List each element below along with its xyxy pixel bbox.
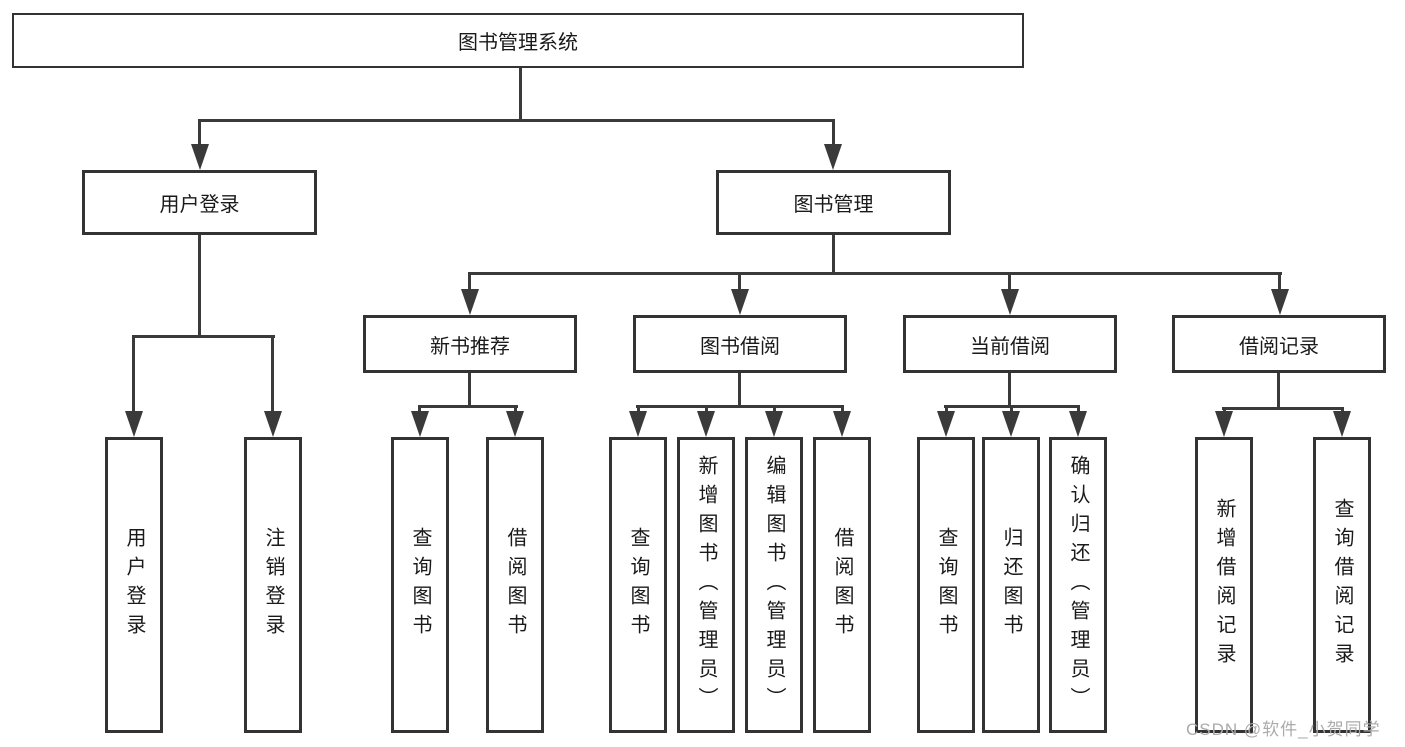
arrow-down-icon xyxy=(506,411,524,437)
connector-newbook-drop xyxy=(514,405,517,415)
arrow-down-icon xyxy=(937,411,955,437)
connector-userlogin-rail xyxy=(132,335,275,338)
leaf-return-books: 归还图书 xyxy=(982,437,1040,733)
connector-bookmgmt-drop xyxy=(1278,272,1281,294)
leaf-user-login: 用户登录 xyxy=(105,437,163,733)
connector-borrow-drop xyxy=(705,405,708,415)
connector-root-stem xyxy=(519,66,522,122)
csdn-watermark: CSDN @软件_小贺同学 xyxy=(1186,720,1381,739)
connector-root-drop-right xyxy=(832,119,835,150)
connector-current-drop xyxy=(1077,405,1080,415)
arrow-down-icon xyxy=(824,144,842,170)
leaf-query-books-borrow: 查询图书 xyxy=(609,437,667,733)
connector-bookmgmt-drop xyxy=(468,272,471,294)
node-current-borrow: 当前借阅 xyxy=(903,315,1117,373)
connector-bookmgmt-rail xyxy=(468,272,1282,275)
arrow-down-icon xyxy=(765,411,783,437)
connector-records-stem xyxy=(1277,373,1280,410)
connector-newbook-stem xyxy=(468,373,471,408)
leaf-edit-books-admin: 编辑图书（管理员） xyxy=(745,437,803,733)
node-root: 图书管理系统 xyxy=(12,13,1024,68)
connector-borrow-drop xyxy=(637,405,640,415)
arrow-down-icon xyxy=(1069,411,1087,437)
arrow-down-icon xyxy=(1271,289,1289,315)
connector-current-stem xyxy=(1008,373,1011,408)
connector-records-rail xyxy=(1222,407,1344,410)
arrow-down-icon xyxy=(629,411,647,437)
connector-borrow-drop xyxy=(773,405,776,415)
arrow-down-icon xyxy=(411,411,429,437)
connector-userlogin-drop xyxy=(271,335,274,415)
leaf-confirm-return-admin: 确认归还（管理员） xyxy=(1049,437,1107,733)
leaf-borrow-books-recommend: 借阅图书 xyxy=(486,437,544,733)
leaf-logout: 注销登录 xyxy=(244,437,302,733)
connector-userlogin-drop xyxy=(132,335,135,415)
arrow-down-icon xyxy=(191,144,209,170)
connector-bookmgmt-stem xyxy=(832,235,835,275)
leaf-query-books-recommend: 查询图书 xyxy=(391,437,449,733)
arrow-down-icon xyxy=(125,411,143,437)
node-user-login: 用户登录 xyxy=(82,170,317,235)
connector-current-drop xyxy=(1010,405,1013,415)
leaf-add-books-admin: 新增图书（管理员） xyxy=(677,437,735,733)
connector-newbook-drop xyxy=(418,405,421,415)
node-borrow-records: 借阅记录 xyxy=(1172,315,1386,373)
connector-bookmgmt-drop xyxy=(738,272,741,294)
arrow-down-icon xyxy=(1002,411,1020,437)
node-book-management: 图书管理 xyxy=(716,170,951,235)
connector-userlogin-stem xyxy=(198,235,201,338)
connector-bookmgmt-drop xyxy=(1008,272,1011,294)
node-book-borrow: 图书借阅 xyxy=(633,315,847,373)
leaf-add-borrow-record: 新增借阅记录 xyxy=(1195,437,1253,733)
node-new-book-recommend: 新书推荐 xyxy=(363,315,577,373)
connector-root-drop-left xyxy=(198,119,201,150)
leaf-query-books-current: 查询图书 xyxy=(917,437,975,733)
connector-root-rail xyxy=(198,119,835,122)
arrow-down-icon xyxy=(697,411,715,437)
leaf-borrow-books: 借阅图书 xyxy=(813,437,871,733)
leaf-query-borrow-record: 查询借阅记录 xyxy=(1313,437,1371,733)
arrow-down-icon xyxy=(1215,411,1233,437)
connector-current-drop xyxy=(945,405,948,415)
arrow-down-icon xyxy=(461,289,479,315)
connector-borrow-rail xyxy=(636,405,844,408)
connector-borrow-drop xyxy=(841,405,844,415)
arrow-down-icon xyxy=(1333,411,1351,437)
arrow-down-icon xyxy=(731,289,749,315)
arrow-down-icon xyxy=(1001,289,1019,315)
arrow-down-icon xyxy=(833,411,851,437)
connector-newbook-rail xyxy=(418,405,518,408)
arrow-down-icon xyxy=(264,411,282,437)
connector-borrow-stem xyxy=(738,373,741,408)
